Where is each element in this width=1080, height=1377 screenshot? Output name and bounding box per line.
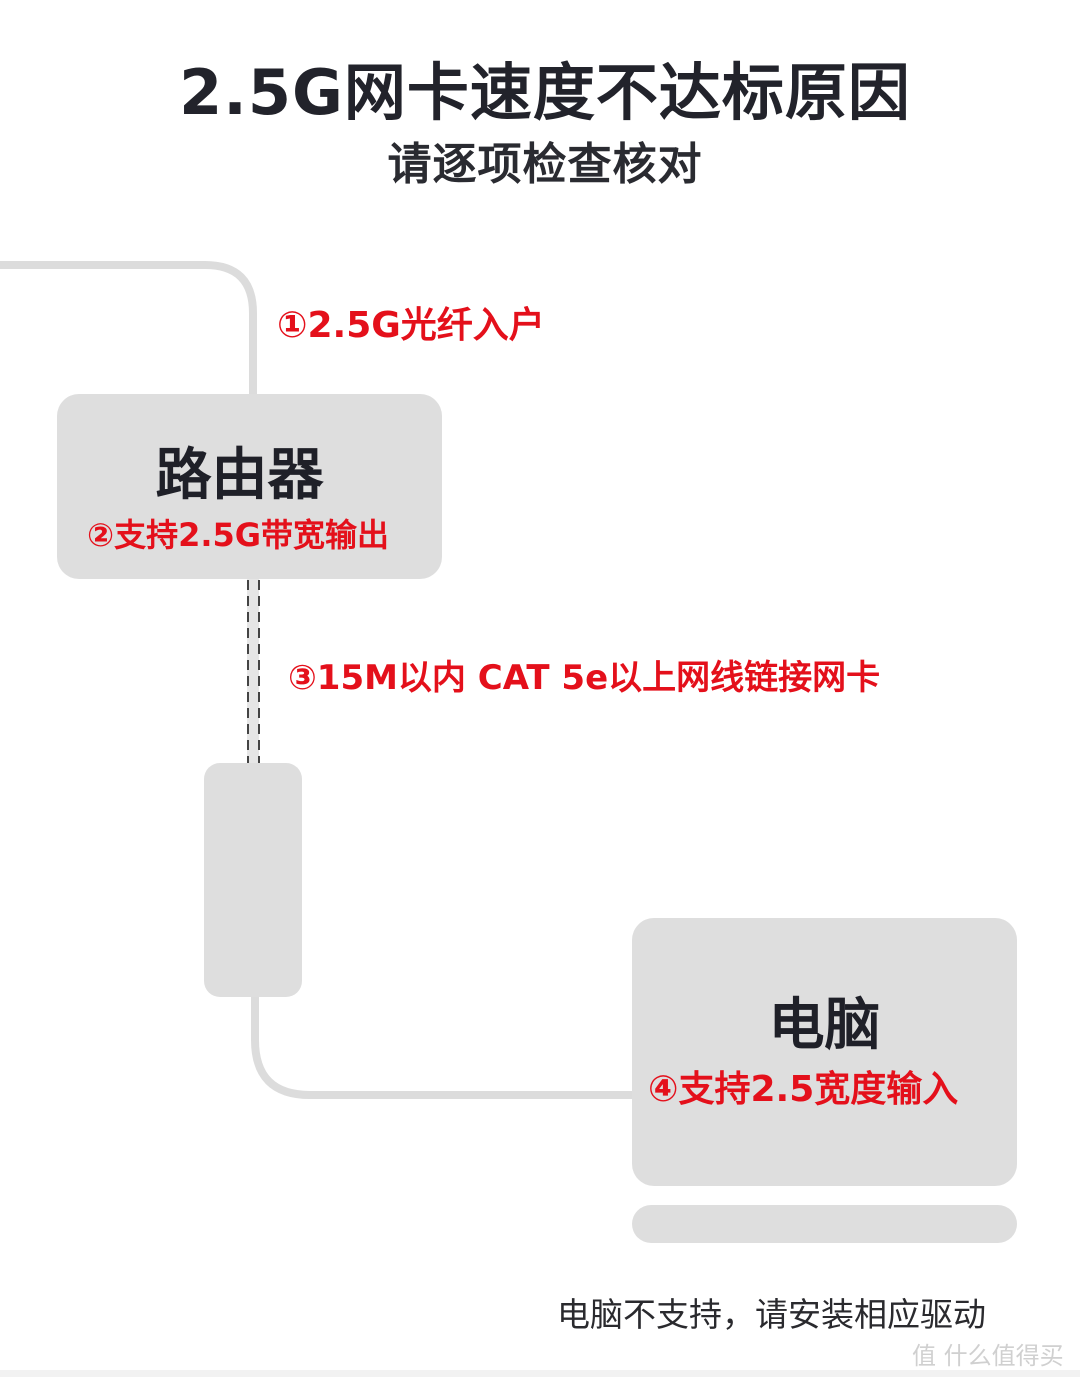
watermark: 值 什么值得买 bbox=[912, 1342, 1064, 1370]
fiber-line bbox=[0, 261, 257, 400]
computer-label: 电脑 bbox=[768, 993, 881, 1058]
page-subtitle: 请逐项检查核对 bbox=[387, 139, 703, 190]
step-3-label: ③15M以内 CAT 5e以上网线链接网卡 bbox=[288, 658, 881, 698]
network-card-box bbox=[204, 763, 302, 997]
bottom-strip bbox=[0, 1370, 1080, 1377]
step-1-label: ①2.5G光纤入户 bbox=[277, 305, 545, 346]
router-box: 路由器 ②支持2.5G带宽输出 bbox=[57, 394, 442, 579]
nic-to-pc-line bbox=[251, 995, 640, 1099]
step-4-label: ④支持2.5宽度输入 bbox=[648, 1069, 959, 1110]
page-title: 2.5G网卡速度不达标原因 bbox=[179, 56, 911, 129]
step-2-label: ②支持2.5G带宽输出 bbox=[87, 516, 390, 554]
router-label: 路由器 bbox=[155, 443, 324, 508]
driver-note: 电脑不支持，请安装相应驱动 bbox=[557, 1295, 986, 1334]
cable-fill bbox=[247, 578, 259, 766]
keyboard-base bbox=[632, 1205, 1017, 1243]
computer-box: 电脑 ④支持2.5宽度输入 bbox=[632, 918, 1017, 1186]
